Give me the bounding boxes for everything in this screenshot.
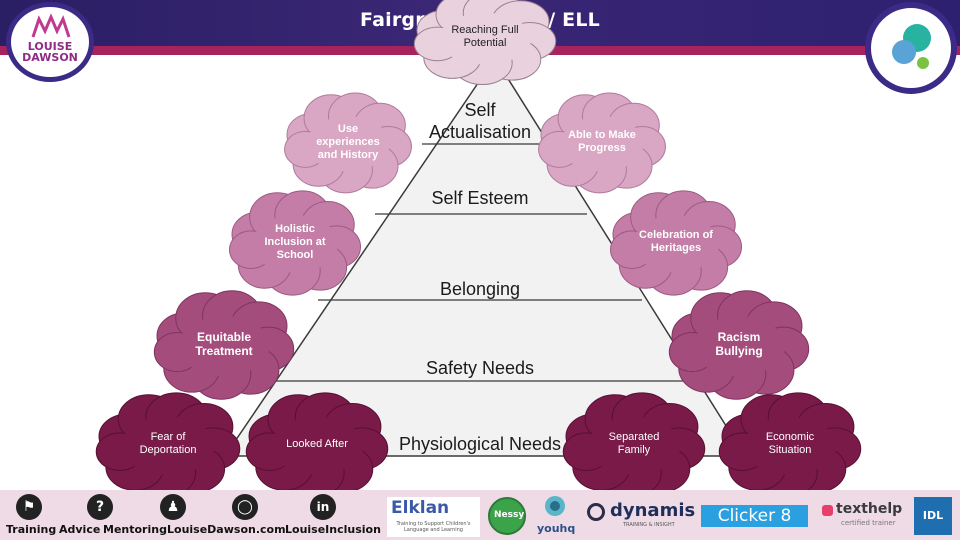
cloud-label: Economic Situation [765,431,815,456]
cloud-shape [413,0,557,86]
cloud-core [693,316,785,376]
cloud-shape [562,392,706,498]
nessy-name: Nessy [494,510,525,520]
clicker-logo[interactable]: Clicker 8 [701,505,808,527]
youhq-name: youhq [537,522,576,535]
cloud-label: Celebration of Heritages [639,229,713,254]
cloud-core [121,417,215,475]
bubbles-logo-icon [892,24,931,69]
cloud-core [560,116,644,172]
cloud-label: Looked After [286,437,348,450]
logo-figures-icon [31,13,71,38]
cloud-core [252,215,338,273]
question-icon[interactable]: ? [87,494,113,520]
clicker-name: Clicker 8 [717,506,792,526]
cloud-able-to-make-progress: Able to Make Progress [538,92,666,194]
cloud-label: Racism Bullying [715,330,763,358]
footer-mentoring[interactable]: Mentoring [103,523,167,536]
cloud-shape [95,392,241,498]
youhq-mark-icon [545,496,565,516]
cloud-shape [538,92,666,194]
cloud-celebration-of-heritages: Celebration of Heritages [609,190,743,296]
flag-icon[interactable]: ⚑ [16,494,42,520]
cloud-core [438,12,532,65]
footer-website[interactable]: LouiseDawson.com [167,523,286,536]
idl-logo[interactable]: IDL [914,497,952,535]
cloud-core [743,417,837,475]
dynamis-logo[interactable]: dynamis TRAINING & INSIGHT [587,500,695,532]
cloud-label: Use experiences and History [316,122,380,161]
level-safety-needs: Safety Needs [425,358,535,378]
cloud-label: Reaching Full Potential [451,24,519,49]
cloud-use-experiences: Use experiences and History [284,92,412,194]
texthelp-subtitle: certified trainer [841,519,896,527]
texthelp-name: texthelp [836,501,903,517]
level-physiological-needs: Physiological Needs [398,434,562,454]
cloud-label: Separated Family [608,431,660,456]
dynamis-mark-icon [587,503,605,521]
cloud-core [178,316,270,376]
cloud-looked-after: Looked After [245,392,389,498]
cloud-label: Able to Make Progress [568,129,636,154]
logo-text-line2: DAWSON [22,51,78,64]
cloud-equitable-treatment: Equitable Treatment [153,290,295,400]
cloud-core [587,417,681,475]
footer-linkedin[interactable]: LouiseInclusion [285,523,381,536]
people-icon[interactable]: ♟ [160,494,186,520]
cloud-shape [718,392,862,498]
linkedin-icon[interactable]: in [310,494,336,520]
cloud-reaching-full-potential: Reaching Full Potential [413,0,557,86]
texthelp-logo[interactable]: texthelp certified trainer [822,501,906,531]
dynamis-subtitle: TRAINING & INSIGHT [623,522,675,528]
cloud-shape [228,190,362,296]
texthelp-heart-icon [822,505,833,516]
louise-dawson-logo: LOUISE DAWSON [6,2,94,82]
circle-logo-right [865,2,957,94]
cloud-shape [153,290,295,400]
cloud-shape [284,92,412,194]
cloud-shape [609,190,743,296]
level-label-line1: Self [464,100,496,120]
cloud-core [270,417,364,475]
elklan-logo[interactable]: Elklan Training to Support Children's La… [387,497,480,537]
cloud-label: Holistic Inclusion at School [264,222,326,261]
dynamis-name: dynamis [610,500,696,521]
idl-name: IDL [922,509,944,522]
cloud-label: Equitable Treatment [195,330,253,358]
level-self-esteem: Self Esteem [431,188,529,208]
cloud-fear-of-deportation: Fear of Deportation [95,392,241,498]
cloud-label: Fear of Deportation [139,431,197,456]
cloud-core [306,116,390,172]
cloud-racism-bullying: Racism Bullying [668,290,810,400]
cloud-shape [245,392,389,498]
logo-text-line1: LOUISE [27,40,73,53]
footer-training[interactable]: Training [6,523,57,536]
cloud-shape [668,290,810,400]
level-self-actualisation: Self Actualisation [400,99,560,143]
cloud-separated-family: Separated Family [562,392,706,498]
elklan-name: Elklan [391,498,450,518]
globe-icon[interactable]: ◯ [232,494,258,520]
cloud-holistic-inclusion: Holistic Inclusion at School [228,190,362,296]
footer-advice[interactable]: Advice [59,523,101,536]
cloud-core [633,215,719,273]
youhq-logo[interactable]: youhq [535,494,575,538]
level-label-line2: Actualisation [428,122,532,142]
nessy-logo[interactable]: Nessy [488,497,526,535]
elklan-subtitle: Training to Support Children's Language … [396,521,471,533]
level-belonging: Belonging [439,279,521,299]
cloud-economic-situation: Economic Situation [718,392,862,498]
